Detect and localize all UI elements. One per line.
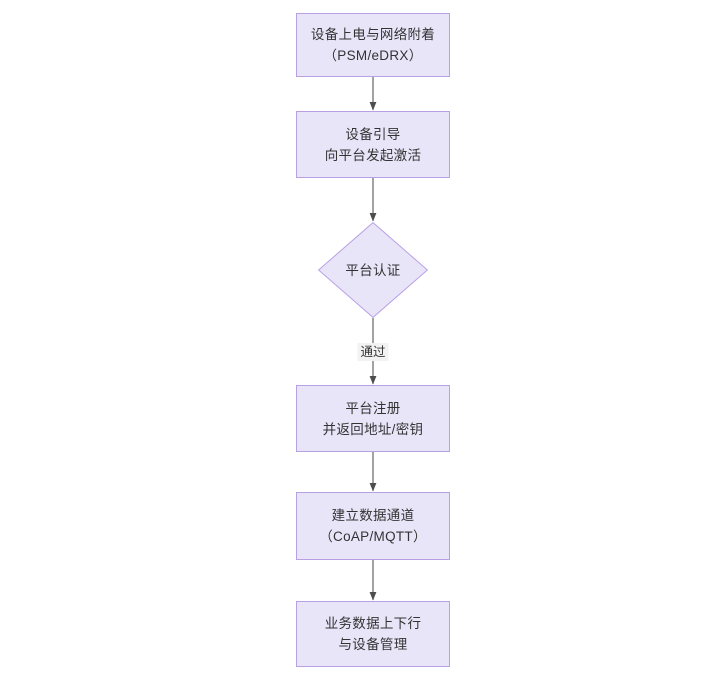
- node-label-line: （CoAP/MQTT）: [319, 529, 427, 544]
- node-label-line: 业务数据上下行: [324, 616, 422, 631]
- node-label-line: 建立数据通道: [331, 508, 415, 523]
- process-node-n4[interactable]: 平台注册并返回地址/密钥: [296, 385, 450, 452]
- node-label-line: 平台注册: [345, 400, 401, 416]
- process-node-n5[interactable]: 建立数据通道 （CoAP/MQTT）: [296, 492, 450, 560]
- node-label-line: 向平台发起激活: [324, 147, 422, 163]
- decision-node-n3[interactable]: 平台认证: [318, 222, 428, 318]
- node-label-line: 设备引导: [345, 126, 401, 142]
- node-label-line: 与设备管理: [338, 637, 408, 652]
- node-label: 平台认证: [345, 262, 401, 278]
- process-node-n1[interactable]: 设备上电与网络附着 （PSM/eDRX）: [296, 13, 450, 77]
- diamond-shape-icon: [318, 222, 428, 318]
- process-node-n2[interactable]: 设备引导向平台发起激活: [296, 111, 450, 178]
- node-label-line: 设备上电与网络附着: [310, 27, 436, 42]
- node-label-line: 并返回地址/密钥: [322, 421, 424, 437]
- edge-label-e3: 通过: [357, 343, 389, 361]
- process-node-n6[interactable]: 业务数据上下行与设备管理: [296, 601, 450, 667]
- node-label-line: （PSM/eDRX）: [323, 48, 423, 63]
